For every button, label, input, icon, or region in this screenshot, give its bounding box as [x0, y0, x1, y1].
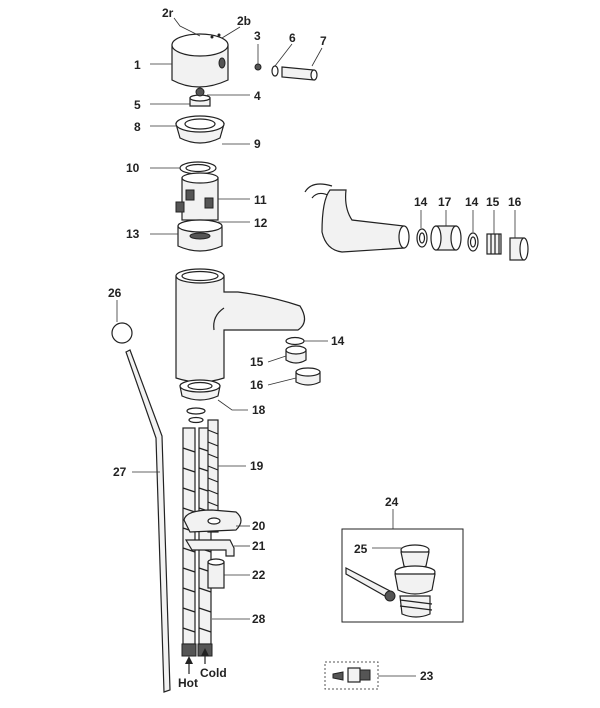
part-17-adapter	[430, 225, 462, 251]
label-26: 26	[108, 286, 122, 300]
part-27-rod	[125, 349, 171, 693]
label-14-upper-2: 14	[465, 195, 479, 209]
gaskets	[186, 407, 206, 424]
label-27: 27	[113, 465, 127, 479]
label-15-upper: 15	[486, 195, 500, 209]
label-1: 1	[134, 58, 141, 72]
part-11-cartridge	[175, 172, 219, 221]
part-8-bonnet	[175, 115, 225, 144]
label-10: 10	[126, 161, 140, 175]
label-3: 3	[254, 29, 261, 43]
part-7-pin	[281, 66, 318, 81]
label-5: 5	[134, 98, 141, 112]
part-16-aerator-upper	[509, 237, 529, 261]
part-26-cap	[111, 322, 133, 344]
part-14-ring-upper	[416, 228, 428, 248]
label-15-lower: 15	[250, 355, 264, 369]
label-19: 19	[250, 459, 264, 473]
label-8: 8	[134, 120, 141, 134]
label-14-upper: 14	[414, 195, 428, 209]
label-25: 25	[354, 542, 368, 556]
part-24-waste-box	[341, 528, 464, 623]
leader-lines	[116, 17, 516, 677]
label-2b: 2b	[237, 14, 251, 28]
spout-detail	[304, 183, 410, 253]
label-28: 28	[252, 612, 266, 626]
label-13: 13	[126, 227, 140, 241]
part-23-box	[324, 661, 379, 690]
label-22: 22	[252, 568, 266, 582]
part-1-handle	[171, 33, 229, 88]
label-18: 18	[252, 403, 266, 417]
label-24: 24	[385, 495, 399, 509]
part-15-insert-lower	[285, 345, 307, 364]
label-2r: 2r	[162, 6, 174, 20]
label-11: 11	[254, 193, 267, 207]
label-6: 6	[289, 31, 296, 45]
part-14-ring-upper-2	[467, 232, 479, 252]
label-9: 9	[254, 137, 261, 151]
part-16-aerator-lower	[295, 367, 321, 386]
part-labels: 2r 2b 1 3 6 7 4 5 8 9 10 11 12 13 14 17 …	[108, 6, 522, 690]
part-20-washer-plate	[183, 509, 242, 533]
label-4: 4	[254, 89, 261, 103]
part-18-ring	[179, 379, 221, 401]
label-21: 21	[252, 539, 266, 553]
part-6-washer	[271, 65, 279, 77]
part-5-nut	[189, 87, 211, 107]
label-16-lower: 16	[250, 378, 264, 392]
part-10-o-ring	[179, 161, 217, 175]
label-12: 12	[254, 216, 268, 230]
part-13-base	[177, 219, 223, 252]
faucet-body	[175, 268, 306, 383]
part-21-bracket	[184, 539, 235, 557]
label-16-upper: 16	[508, 195, 522, 209]
part-22-nut	[207, 558, 225, 589]
label-20: 20	[252, 519, 266, 533]
label-14-lower: 14	[331, 334, 345, 348]
inlet-arrows	[185, 648, 209, 674]
label-7: 7	[320, 34, 327, 48]
label-cold: Cold	[200, 666, 227, 680]
part-3-screw	[254, 63, 262, 71]
label-17: 17	[438, 195, 452, 209]
label-23: 23	[420, 669, 434, 683]
label-hot: Hot	[178, 676, 198, 690]
part-15-insert-upper	[486, 233, 502, 255]
part-19-stud	[207, 419, 219, 533]
part-14-ring-lower	[285, 336, 305, 346]
